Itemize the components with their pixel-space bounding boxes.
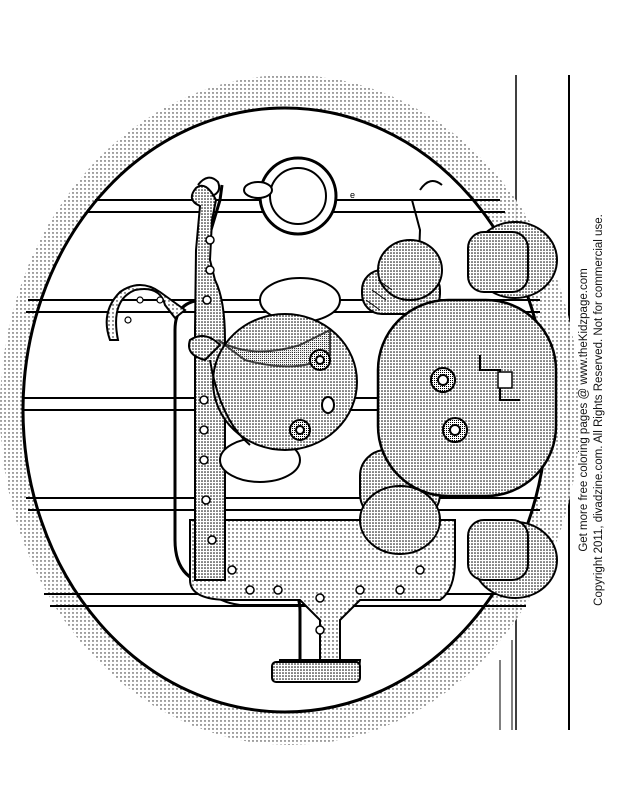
- teddy-bear-small: [188, 277, 358, 483]
- caption-line-2: Copyright 2011, divadzine.com. All Right…: [593, 214, 605, 606]
- teddy-bear: [359, 221, 558, 599]
- caption-line-1: Get more free coloring pages @ www.theKi…: [578, 268, 590, 552]
- chair-holes: [199, 235, 425, 635]
- rocking-chair: e: [105, 156, 456, 683]
- copyright-caption: Get more free coloring pages @ www.theKi…: [577, 200, 607, 620]
- svg-text:e: e: [350, 190, 355, 200]
